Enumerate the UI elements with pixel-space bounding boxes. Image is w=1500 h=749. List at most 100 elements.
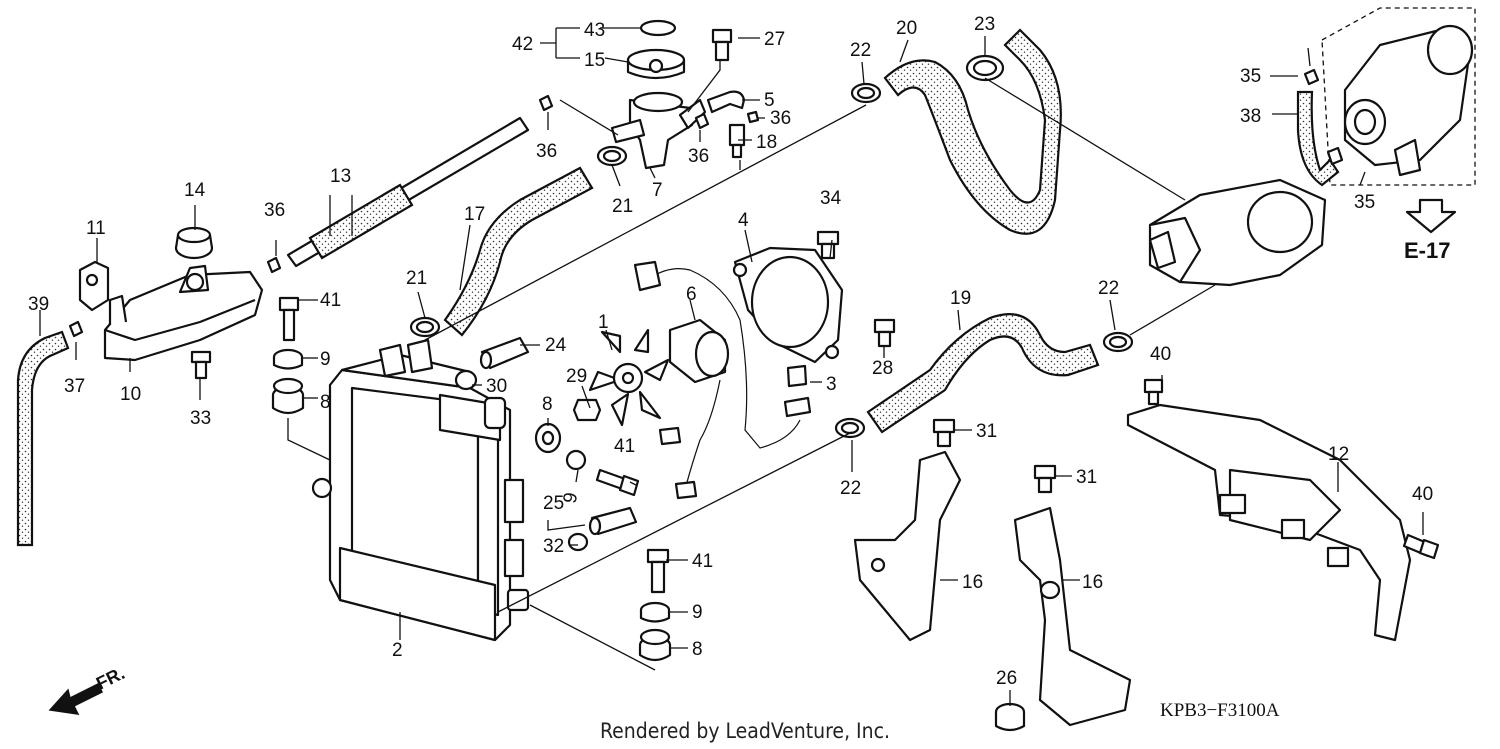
reserve-tank [103,264,264,362]
callout-27: 27 [764,29,785,50]
callout-20: 20 [896,18,917,39]
nut-29 [572,398,602,422]
callout-36-b: 36 [688,146,709,167]
callout-16-right: 16 [1082,572,1103,593]
callout-41-top: 41 [320,290,341,311]
callout-31-bottom: 31 [1076,467,1097,488]
callout-19: 19 [950,288,971,309]
washer-32 [567,532,589,552]
water-hose-19 [866,313,1100,434]
callout-11: 11 [86,218,106,239]
clip-37 [68,320,84,338]
front-direction-marker: FR. [48,663,128,715]
clamp-21-lower [409,316,441,338]
thermo-sensor [728,123,746,159]
bolt-28 [873,318,896,348]
radiator-stay-right [1013,506,1132,727]
grommet-8-top [271,377,305,415]
callout-29: 29 [566,366,587,387]
diagram-code: KPB3−F3100A [1160,700,1280,721]
callout-40-bottom: 40 [1412,484,1433,505]
callout-10: 10 [120,384,141,405]
credit-text: Rendered by LeadVenture, Inc. [600,719,890,743]
callout-7: 7 [652,180,663,201]
clip-35-top [1303,68,1320,86]
callout-17: 17 [464,204,485,225]
bolt-33 [190,350,212,380]
callout-8-mid: 8 [542,394,553,415]
callout-5: 5 [764,90,775,111]
callout-26: 26 [996,668,1017,689]
callout-36-tank: 36 [264,200,285,221]
callout-22-top: 22 [850,40,871,61]
clip-36-tank [266,256,282,274]
callout-4: 4 [738,210,749,231]
reserve-tank-bracket [78,260,110,312]
clamp-23 [965,54,1005,82]
fan-switch [588,506,638,536]
callout-39: 39 [28,294,49,315]
carburetor [1321,7,1476,186]
callout-21-left: 21 [406,268,427,289]
clamp-21-upper [596,145,628,167]
cap-seal [639,19,677,37]
callout-32: 32 [543,536,564,557]
bolt-41-mid [595,468,640,497]
callout-3: 3 [826,374,837,395]
collar-9-top [272,348,304,370]
callout-33: 33 [190,408,211,429]
bypass-hose [706,90,746,114]
callout-36-a: 36 [536,141,557,162]
thermo-switch [479,336,530,370]
clamp-22-right [1102,331,1134,353]
radiator-stay-left [853,450,962,642]
callout-30: 30 [486,376,507,397]
bolt-31-bottom [1033,464,1057,494]
front-arrow-icon [48,682,104,715]
callout-8-bottom: 8 [692,639,703,660]
callout-22-right: 22 [1098,278,1119,299]
cooling-fan [588,328,670,427]
bolt-40-bottom [1402,533,1440,560]
callout-38: 38 [1240,106,1261,127]
callout-22-bottom: 22 [840,478,861,499]
water-pump-cover [1148,178,1327,287]
collar-9-mid [565,449,587,471]
radiator-cap [626,48,686,80]
water-hose-20 [883,28,1062,235]
callout-13: 13 [330,166,351,187]
callout-9-mid: 9 [560,491,583,505]
callout-23: 23 [974,14,995,35]
bolt-31-top [932,418,956,448]
callout-15: 15 [584,50,605,71]
bolt-27 [711,28,733,62]
callout-28: 28 [872,358,893,379]
callout-36-c: 36 [770,108,791,129]
callout-6: 6 [686,284,697,305]
grommet-26 [994,702,1026,732]
callout-35-bottom: 35 [1354,192,1375,213]
callout-16-left: 16 [962,572,983,593]
clamp-22-lower [834,417,866,439]
clip-35-bottom [1326,146,1344,166]
grommet-8-mid [534,422,562,454]
callout-labels: 1 2 3 4 5 6 7 8 8 8 9 9 9 10 11 12 13 14… [28,14,1433,689]
callout-14: 14 [184,180,206,201]
clamp-22-top [850,82,882,104]
reference-label: E-17 [1404,238,1450,263]
arrow-down-icon [1405,198,1457,234]
washer-30 [454,369,478,391]
siphon-tube [286,116,530,268]
callout-31-top: 31 [976,421,997,442]
overflow-tube [16,330,70,547]
bolt-41-bottom [646,548,670,594]
clip-36-b [694,112,710,130]
callout-34: 34 [820,188,842,209]
callout-43: 43 [584,20,605,41]
callout-37: 37 [64,376,85,397]
carb-drain-tube [1296,90,1340,187]
bolt-34 [816,230,840,260]
radiator-hose-upper [443,166,594,337]
callout-41-mid: 41 [614,436,635,457]
grommet-8-bottom [638,628,672,662]
